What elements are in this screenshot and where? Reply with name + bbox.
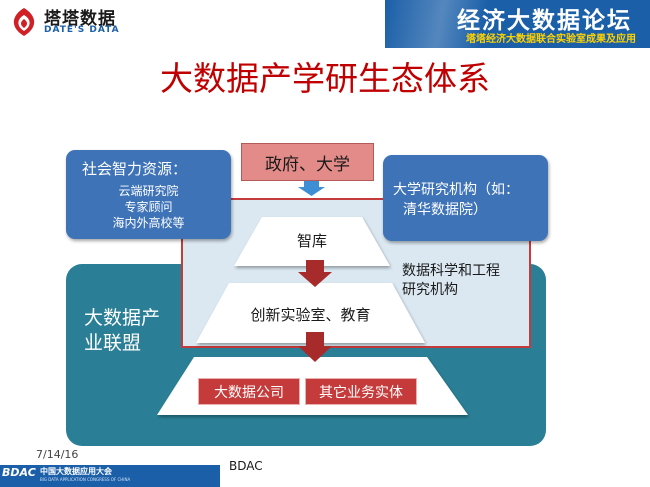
slide-title: 大数据产学研生态体系 [160, 59, 490, 98]
tier-innovation-label: 创新实验室、教育 [250, 306, 371, 324]
forum-subtitle: 塔塔经济大数据联合实验室成果及应用 [466, 34, 636, 45]
tier-think-tank [234, 217, 390, 266]
arrow-tier1-down [298, 260, 332, 287]
header-decoration [385, 0, 525, 48]
side-note-line-1: 数据科学和工程 [402, 263, 500, 279]
footer-congress-cn: 中国大数据应用大会 [40, 467, 112, 476]
alliance-label-line-2: 业联盟 [84, 332, 142, 354]
brand-logo-icon [13, 8, 35, 36]
social-resources-box: 社会智力资源： 云端研究院 专家顾问 海内外高校等 [66, 150, 231, 239]
tier-innovation [196, 283, 425, 343]
tier-think-tank-label: 智库 [296, 232, 327, 250]
big-data-company-button: 大数据公司 [198, 378, 300, 405]
gov-university-box: 政府、大学 [241, 143, 374, 181]
social-resource-item: 云端研究院 [118, 184, 179, 198]
brand-name: 塔塔数据 [44, 9, 116, 29]
footer-badge: BDAC [2, 466, 36, 479]
university-research-line-1: 大学研究机构（如： [393, 182, 519, 198]
research-institution-note: 数据科学和工程 研究机构 [402, 262, 500, 300]
brand-tagline: DATE'S DATA [44, 25, 120, 35]
side-note-line-2: 研究机构 [402, 282, 458, 298]
alliance-label: 大数据产业联盟 [84, 306, 179, 356]
footer-congress-en: BIG DATA APPLICATION CONGRESS OF CHINA [40, 477, 131, 482]
social-resource-item: 专家顾问 [124, 200, 173, 214]
social-resources-title: 社会智力资源： [82, 160, 188, 178]
arrow-gov-down [298, 180, 325, 196]
arrow-tier2-down [298, 332, 332, 362]
footer-label: BDAC [229, 459, 263, 473]
alliance-label-line-1: 大数据产 [84, 307, 161, 329]
brand-logo [6, 5, 42, 39]
university-research-line-2: 清华数据院） [403, 202, 487, 218]
forum-header-band: 经济大数据论坛 塔塔经济大数据联合实验室成果及应用 [385, 0, 650, 48]
footer-date: 7/14/16 [36, 448, 79, 461]
social-resource-item: 海内外高校等 [112, 216, 185, 230]
other-business-button: 其它业务实体 [305, 378, 417, 405]
footer-band [0, 465, 220, 487]
forum-title: 经济大数据论坛 [457, 8, 632, 34]
university-research-box: 大学研究机构（如： 清华数据院） [383, 155, 548, 241]
